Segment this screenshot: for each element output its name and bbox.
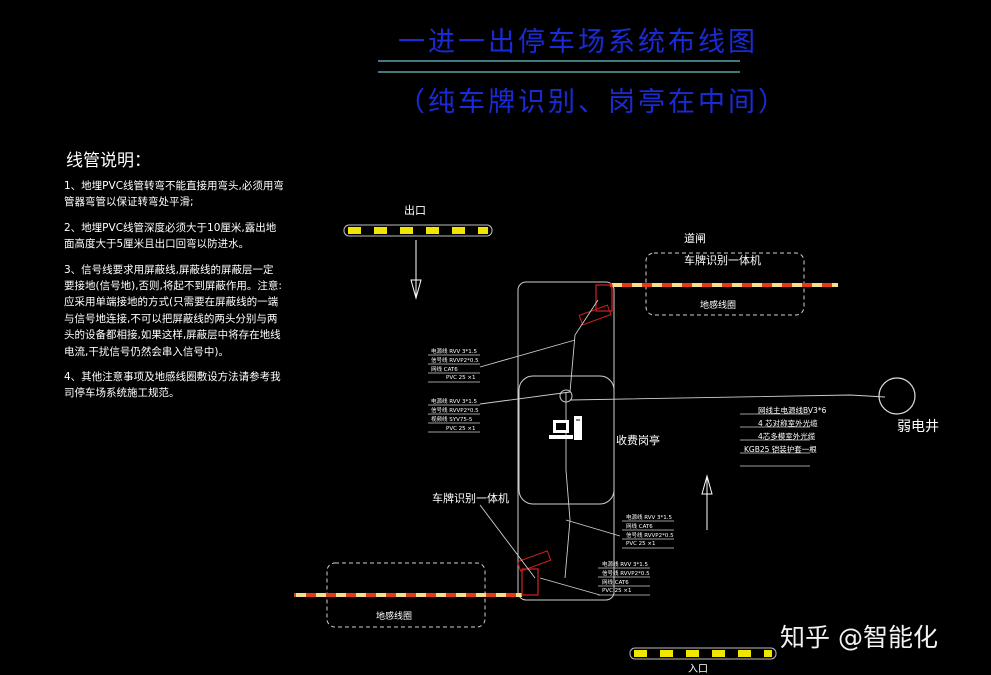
label-barrier-gate: 道闸 <box>684 232 706 245</box>
stripe-segment <box>348 227 361 234</box>
boom-arm-bottom <box>294 593 522 597</box>
cable-rmid-4: PVC 25 ×1 <box>626 541 656 547</box>
stripe-segment <box>652 283 662 287</box>
label-lpr-top: 车牌识别一体机 <box>684 254 761 267</box>
cable-bottom-4: PVC 25 ×1 <box>602 588 632 594</box>
cable-top-1: 电源线 RVV 3*1.5 <box>431 349 478 355</box>
cable-rmid-2: 网线 CAT6 <box>626 524 653 530</box>
label-loop-bottom: 地感线圈 <box>376 612 413 622</box>
stripe-segment <box>436 593 446 597</box>
exit-direction-arrow <box>410 240 422 300</box>
label-entrance: 入口 <box>688 664 708 675</box>
note-item-3: 3、信号线要求用屏蔽线,屏蔽线的屏蔽层一定要接地(信号地),否则,将起不到屏蔽作… <box>64 263 282 358</box>
cable-top-2: 信号线 RVVP2*0.5 <box>431 358 479 364</box>
stripe-segment <box>356 593 366 597</box>
main-title: 一进一出停车场系统布线图 <box>398 27 758 58</box>
stripe-segment <box>764 650 772 657</box>
stripe-segment <box>496 593 506 597</box>
cable-right-2: 4 芯对称室外光缆 <box>758 419 818 428</box>
stripe-segment <box>660 650 673 657</box>
note-item-1: 1、地埋PVC线管转弯不能直接用弯头,必须用弯管器弯管以保证转弯处平滑; <box>64 180 284 209</box>
note-item-4: 4、其他注意事项及地感线圈敷设方法请参考我司停车场系统施工规范。 <box>64 371 281 400</box>
stripe-segment <box>476 593 486 597</box>
junction-circle <box>559 389 573 403</box>
stripe-segment <box>376 593 386 597</box>
stripe-segment <box>732 283 742 287</box>
stripe-segment <box>374 227 387 234</box>
stripe-segment <box>832 283 838 287</box>
stripe-segment <box>792 283 802 287</box>
cable-top-3: 网线 CAT6 <box>431 367 458 373</box>
stripe-segment <box>712 650 725 657</box>
stripe-segment <box>752 283 762 287</box>
stripe-segment <box>452 227 465 234</box>
stripe-segment <box>416 593 426 597</box>
label-well: 弱电井 <box>897 419 939 435</box>
stripe-segment <box>316 593 326 597</box>
stripe-segment <box>712 283 722 287</box>
cable-mid-1: 电源线 RVV 3*1.5 <box>431 399 478 405</box>
computer-icon <box>549 416 582 440</box>
exit-barrier <box>343 224 493 237</box>
cable-rmid-1: 电源线 RVV 3*1.5 <box>626 515 673 521</box>
stripe-segment <box>426 227 439 234</box>
barrier-cabinet-top <box>595 284 613 312</box>
cable-right-4: KGB25 铠装护套一根 <box>744 445 817 454</box>
note-item-2: 2、地埋PVC线管深度必须大于10厘米,露出地面高度大于5厘米且出口回弯以防进水… <box>64 221 277 251</box>
stripe-segment <box>634 650 647 657</box>
stripe-segment <box>400 227 413 234</box>
boom-arm-top <box>610 283 838 287</box>
entrance-barrier <box>629 647 777 660</box>
lpr-camera-bottom <box>516 550 552 572</box>
stripe-segment <box>396 593 406 597</box>
stripe-segment <box>772 283 782 287</box>
notes-list: 1、地埋PVC线管转弯不能直接用弯头,必须用弯管器弯管以保证转弯处平滑; 2、地… <box>64 178 284 411</box>
cable-bottom-1: 电源线 RVV 3*1.5 <box>602 562 649 568</box>
notes-heading: 线管说明： <box>66 151 151 171</box>
label-lpr-bottom: 车牌识别一体机 <box>432 492 509 505</box>
stripe-segment <box>456 593 466 597</box>
label-exit: 出口 <box>404 204 426 217</box>
cable-top-4: PVC 25 ×1 <box>446 375 476 381</box>
weak-current-well <box>878 377 916 415</box>
watermark: 知乎 @智能化 <box>780 623 938 652</box>
toll-booth-outline <box>518 375 615 505</box>
stripe-segment <box>738 650 751 657</box>
cable-mid-3: 视频线 SYV75-5 <box>431 417 473 423</box>
entrance-direction-arrow <box>701 474 713 530</box>
cable-bottom-2: 信号线 RVVP2*0.5 <box>602 571 650 577</box>
stripe-segment <box>632 283 642 287</box>
lpr-camera-top <box>578 304 612 326</box>
cable-right-3: 4芯多模室外光缆 <box>758 432 816 441</box>
label-loop-top: 地感线圈 <box>700 301 737 311</box>
stripe-segment <box>612 283 622 287</box>
stripe-segment <box>336 593 346 597</box>
stripe-segment <box>692 283 702 287</box>
stripe-segment <box>516 593 522 597</box>
cable-bottom-3: 网线 CAT6 <box>602 580 629 586</box>
cable-mid-4: PVC 25 ×1 <box>446 426 476 432</box>
cable-routes <box>479 299 886 596</box>
stripe-segment <box>812 283 822 287</box>
cable-mid-2: 信号线 RVVP2*0.5 <box>431 408 479 414</box>
cable-right-1: 网线主电源线BV3*6 <box>758 406 827 415</box>
cable-rmid-3: 信号线 RVVP2*0.5 <box>626 533 674 539</box>
barrier-cabinet-bottom <box>521 568 539 596</box>
stripe-segment <box>686 650 699 657</box>
label-booth: 收费岗亭 <box>616 434 660 447</box>
stripe-segment <box>296 593 306 597</box>
stripe-segment <box>672 283 682 287</box>
sub-title: （纯车牌识别、岗亭在中间） <box>398 87 788 118</box>
stripe-segment <box>478 227 488 234</box>
